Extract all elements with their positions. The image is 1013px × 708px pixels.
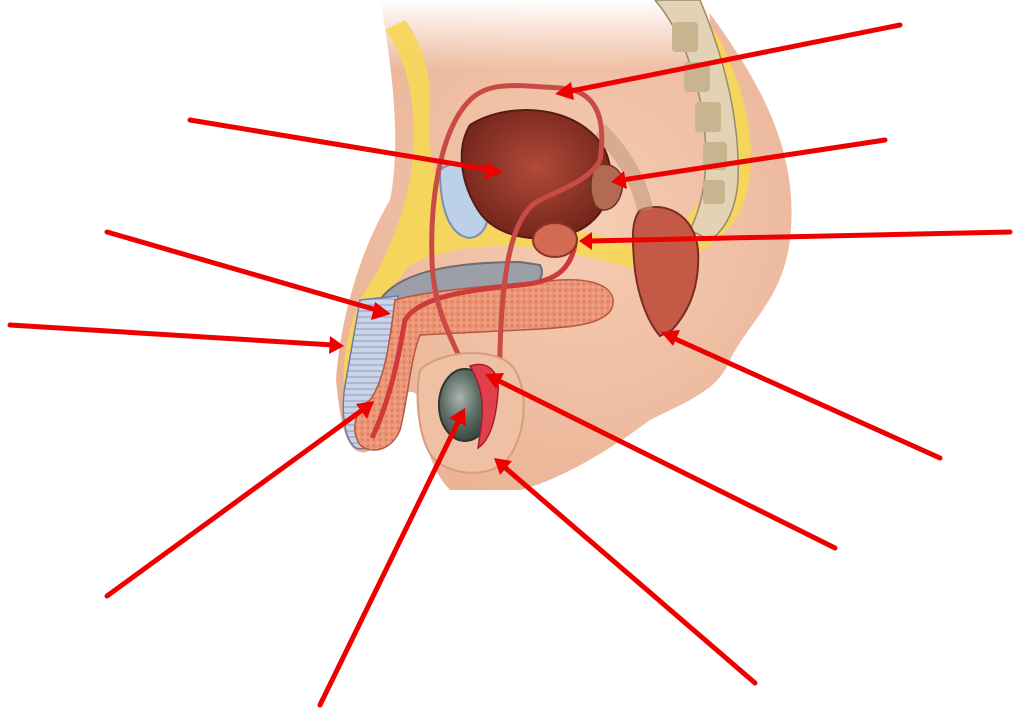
arrow-anus <box>661 330 940 458</box>
arrow-penis <box>10 325 344 354</box>
arrow-scrotum <box>494 458 755 683</box>
arrow-urethra <box>107 401 374 596</box>
arrow-testis <box>320 408 466 705</box>
prostate <box>533 223 577 257</box>
